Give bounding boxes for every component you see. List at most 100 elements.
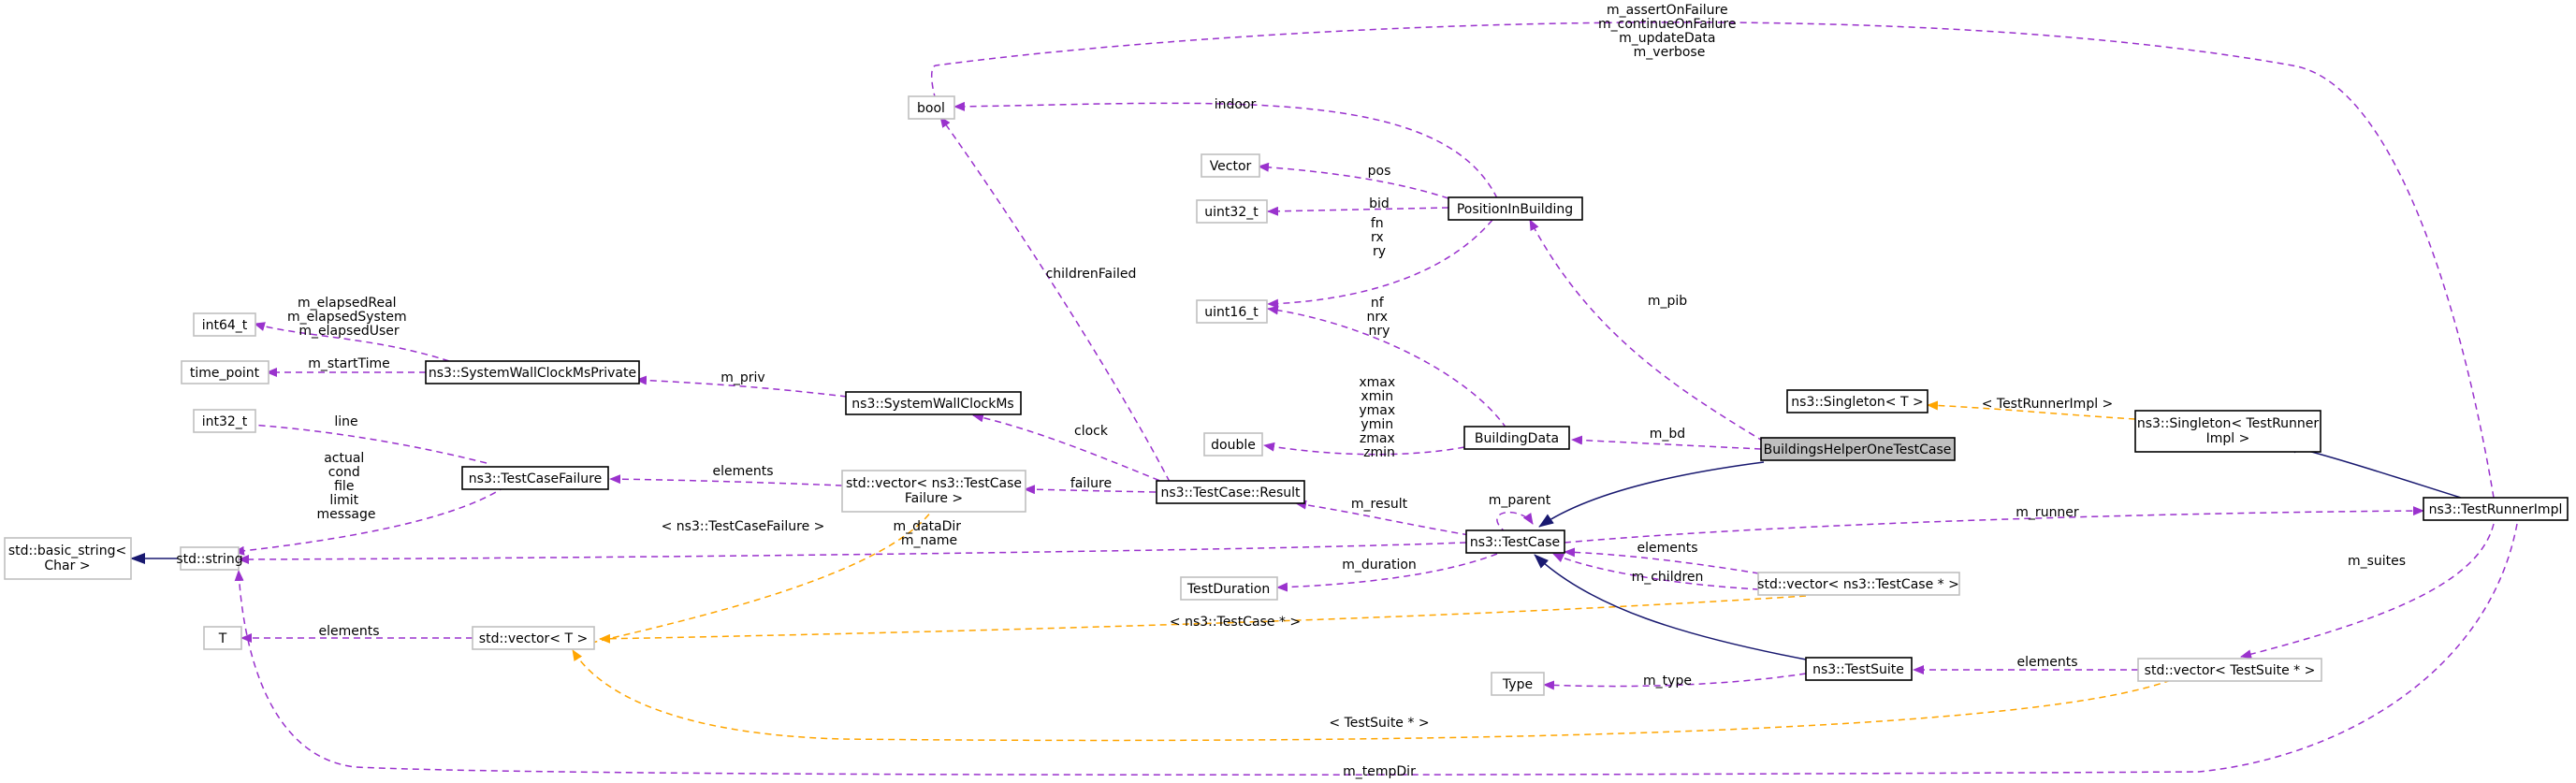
- label-nf-nrx-nry: nf nrx nry: [1367, 296, 1392, 339]
- label-m-type: m_type: [1643, 674, 1692, 689]
- edge-mchildren-to-testcase: [1552, 553, 1760, 590]
- node-systemwallclockmsprivate[interactable]: ns3::SystemWallClockMsPrivate: [425, 360, 640, 384]
- edge-elapsed-to-int64: [254, 322, 450, 362]
- label-m-result: m_result: [1351, 497, 1408, 512]
- node-systemwallclockms[interactable]: ns3::SystemWallClockMs: [845, 391, 1022, 415]
- edge-childrenfailed-to-bool: [939, 116, 1171, 483]
- svg-text:ns3::TestCaseFailure: ns3::TestCaseFailure: [469, 471, 602, 486]
- edge-mbd-to-buildingdata: [1571, 435, 1762, 450]
- edge-elements-to-testcasefailure: [609, 474, 843, 486]
- edge-mpriv-to-syswallclockpriv: [635, 375, 848, 398]
- label-runner-flags: m_assertOnFailure m_continueOnFailure m_…: [1598, 3, 1740, 60]
- edge-bid-to-uint32: [1267, 206, 1449, 216]
- edge-inherit-testsuite-testcase: [1534, 554, 1807, 660]
- svg-text:std::vector< T >: std::vector< T >: [479, 631, 588, 646]
- edge-clock-to-syswallclock: [972, 413, 1171, 486]
- label-m-runner: m_runner: [2016, 505, 2079, 520]
- node-testcase[interactable]: ns3::TestCase: [1465, 529, 1565, 554]
- node-testcasefailure[interactable]: ns3::TestCaseFailure: [461, 466, 609, 490]
- node-double[interactable]: double: [1203, 432, 1263, 457]
- node-std-string[interactable]: std::string: [176, 546, 243, 571]
- svg-text:std::basic_string<Char >: std::basic_string<Char >: [8, 544, 126, 573]
- label-m-duration: m_duration: [1342, 558, 1417, 573]
- edge-labels: m_assertOnFailure m_continueOnFailure m_…: [287, 3, 2406, 779]
- label-datadir-name: m_dataDir m_name: [893, 519, 965, 548]
- svg-text:uint16_t: uint16_t: [1204, 305, 1259, 320]
- svg-text:ns3::TestCase: ns3::TestCase: [1470, 535, 1560, 550]
- label-tmpl-testrunnerimpl: < TestRunnerImpl >: [1982, 397, 2114, 412]
- node-int32-t[interactable]: int32_t: [193, 409, 256, 433]
- svg-text:ns3::TestRunnerImpl: ns3::TestRunnerImpl: [2429, 502, 2563, 517]
- svg-text:ns3::Singleton< TestRunnerImpl: ns3::Singleton< TestRunnerImpl >: [2137, 416, 2320, 446]
- node-uint16-t[interactable]: uint16_t: [1196, 299, 1268, 324]
- node-time-point[interactable]: time_point: [181, 360, 269, 384]
- edge-tmpl-testcaseptr: [599, 595, 1807, 644]
- label-elements-failure: elements: [712, 464, 773, 479]
- edge-datadir-to-string: [238, 542, 1467, 564]
- edge-indoor-to-bool: [953, 101, 1498, 199]
- label-failure-fields: actual cond file limit message: [317, 451, 376, 522]
- edge-pos-to-vector: [1258, 162, 1449, 199]
- label-m-suites: m_suites: [2348, 554, 2406, 569]
- node-basic-string[interactable]: std::basic_string<Char >: [4, 537, 132, 580]
- label-failure: failure: [1070, 476, 1112, 491]
- node-bool[interactable]: bool: [908, 95, 955, 120]
- node-testsuite[interactable]: ns3::TestSuite: [1805, 657, 1913, 681]
- edge-line-to-int32: [238, 419, 488, 464]
- node-buildingshelperonetestcase[interactable]: BuildingsHelperOneTestCase: [1760, 437, 1956, 461]
- label-elements-suite: elements: [2016, 655, 2077, 670]
- node-vector-testcase-ptr[interactable]: std::vector< ns3::TestCase * >: [1757, 572, 1960, 596]
- edge-elements-to-testcase: [1564, 547, 1760, 574]
- label-childrenfailed: childrenFailed: [1046, 267, 1137, 282]
- edge-msuites-to-vectorsuite: [2240, 523, 2495, 660]
- node-positioninbuilding[interactable]: PositionInBuilding: [1448, 196, 1583, 221]
- edge-mresult-to-testcaseresult: [1295, 500, 1470, 536]
- svg-text:std::vector< TestSuite * >: std::vector< TestSuite * >: [2145, 663, 2316, 678]
- svg-text:ns3::TestSuite: ns3::TestSuite: [1812, 662, 1904, 677]
- label-clock: clock: [1074, 424, 1109, 439]
- label-tmpl-testcasefailure: < ns3::TestCaseFailure >: [662, 519, 825, 534]
- svg-text:ns3::SystemWallClockMs: ns3::SystemWallClockMs: [851, 397, 1013, 412]
- node-vector-testsuite-ptr[interactable]: std::vector< TestSuite * >: [2137, 658, 2322, 682]
- svg-text:bool: bool: [917, 101, 945, 116]
- label-m-parent: m_parent: [1489, 493, 1551, 508]
- edge-failurefields-to-string: [233, 486, 506, 556]
- label-tmpl-testsuiteptr: < TestSuite * >: [1329, 716, 1429, 731]
- node-testrunnerimpl[interactable]: ns3::TestRunnerImpl: [2423, 497, 2569, 521]
- svg-text:int32_t: int32_t: [202, 414, 248, 429]
- node-vector-T[interactable]: std::vector< T >: [472, 626, 595, 650]
- node-T[interactable]: T: [203, 626, 242, 650]
- node-uint32-t[interactable]: uint32_t: [1196, 199, 1268, 224]
- node-vector[interactable]: Vector: [1201, 153, 1260, 178]
- label-fn-rx-ry: fn rx ry: [1371, 216, 1388, 259]
- svg-text:double: double: [1211, 438, 1256, 453]
- label-elements-T: elements: [318, 624, 379, 639]
- svg-text:std::vector< ns3::TestCase * >: std::vector< ns3::TestCase * >: [1757, 577, 1959, 592]
- edge-tmpl-testcasefailure: [572, 504, 937, 650]
- edge-inherit-buildingshelper-testcase: [1538, 461, 1765, 528]
- label-m-pib: m_pib: [1648, 294, 1687, 309]
- edge-nfnrxnry-to-uint16: [1267, 305, 1507, 429]
- node-type[interactable]: Type: [1491, 672, 1545, 696]
- svg-text:TestDuration: TestDuration: [1186, 582, 1270, 597]
- label-bid: bid: [1369, 196, 1390, 211]
- label-m-starttime: m_startTime: [308, 356, 390, 371]
- node-buildingdata[interactable]: BuildingData: [1463, 426, 1570, 450]
- edge-mparent-self: [1496, 512, 1534, 534]
- label-elapsed: m_elapsedReal m_elapsedSystem m_elapsedU…: [287, 296, 411, 339]
- edge-tmpl-testsuiteptr: [572, 649, 2172, 742]
- svg-text:std::string: std::string: [176, 552, 242, 567]
- label-m-bd: m_bd: [1650, 427, 1685, 442]
- node-testduration[interactable]: TestDuration: [1180, 576, 1278, 601]
- svg-text:T: T: [218, 631, 227, 646]
- label-bounds: xmax xmin ymax ymin zmax zmin: [1359, 375, 1399, 460]
- node-int64-t[interactable]: int64_t: [193, 312, 256, 337]
- svg-text:uint32_t: uint32_t: [1204, 205, 1259, 220]
- node-singleton-t[interactable]: ns3::Singleton< T >: [1786, 389, 1928, 413]
- svg-text:Vector: Vector: [1210, 159, 1252, 174]
- edges: [130, 22, 2518, 776]
- node-testcase-result[interactable]: ns3::TestCase::Result: [1156, 480, 1305, 504]
